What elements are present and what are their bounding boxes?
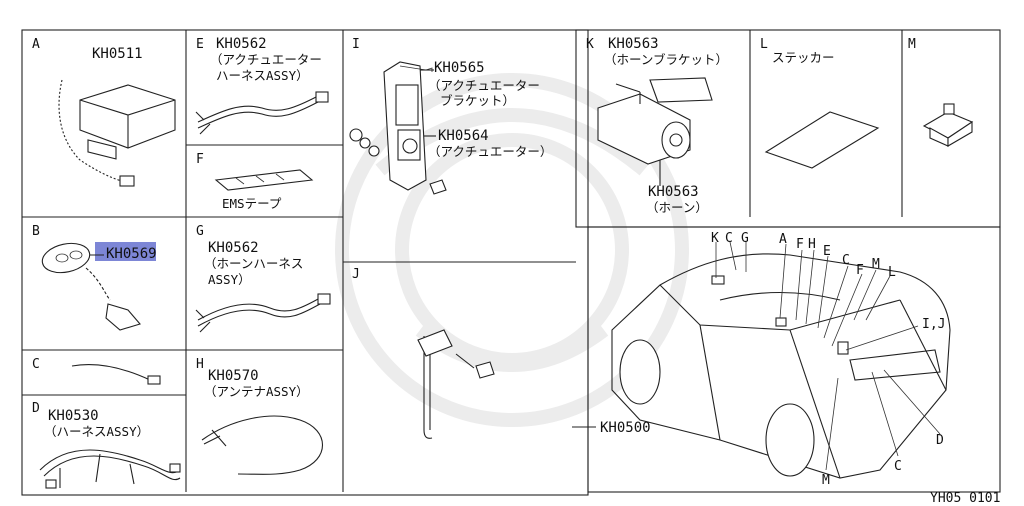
cell-m: M	[908, 37, 974, 147]
callout-leader-lines	[715, 241, 941, 471]
callout-letter: C	[725, 231, 733, 246]
cell-letter: A	[32, 37, 40, 52]
cell-letter: J	[352, 267, 360, 282]
cell-g: G KH0562 （ホーンハーネス ASSY）	[195, 224, 331, 333]
part-code: KH0562	[208, 240, 259, 256]
part-description: ハーネスASSY）	[216, 68, 309, 83]
callout-letter: C	[894, 459, 902, 474]
callout-letter: M	[872, 257, 880, 272]
part-code: KH0570	[208, 368, 259, 384]
part-description: （ホーンブラケット）	[604, 52, 728, 67]
ems-tape-icon	[214, 169, 314, 191]
cell-d: D KH0530 （ハーネスASSY）	[32, 401, 181, 489]
cell-a: A KH0511	[32, 37, 176, 187]
car-overview: K C G A F H E C F M L I,J M C D	[611, 231, 951, 488]
cell-letter: B	[32, 224, 40, 239]
part-code: KH0564	[438, 128, 489, 144]
cell-l: L ステッカー	[760, 37, 880, 169]
part-description: ブラケット）	[440, 93, 515, 108]
antenna-icon	[201, 415, 324, 475]
cell-letter: H	[196, 357, 204, 372]
part-code: KH0500	[600, 420, 651, 436]
part-description: （ホーン）	[646, 200, 708, 215]
control-unit-icon	[58, 79, 176, 187]
part-description: （アクチュエーター	[210, 52, 322, 67]
sticker-icon	[764, 111, 880, 169]
part-description: （アンテナASSY）	[204, 384, 309, 399]
part-code: KH0563	[648, 184, 699, 200]
actuator-bracket-icon	[349, 61, 447, 195]
callout-letter: A	[779, 232, 787, 247]
cell-letter: C	[32, 357, 40, 372]
part-description: ステッカー	[772, 50, 835, 65]
callout-letter: I,J	[922, 317, 945, 332]
wire-harness-icon	[39, 449, 181, 489]
grid-frame	[21, 29, 1001, 496]
cell-letter: E	[196, 37, 204, 52]
callout-letter: G	[741, 231, 749, 246]
cell-b: B KH0569	[32, 224, 157, 331]
wire-harness-icon	[71, 364, 161, 385]
part-description: （アクチュエーター	[428, 78, 540, 93]
part-code: KH0563	[608, 36, 659, 52]
cell-letter: D	[32, 401, 40, 416]
wire-harness-icon	[195, 293, 331, 333]
part-code: KH0565	[434, 60, 485, 76]
callout-letter: K	[711, 231, 719, 246]
cell-letter: G	[196, 224, 204, 239]
cell-e: E KH0562 （アクチュエーター ハーネスASSY）	[195, 36, 329, 135]
bracket-icon	[417, 329, 495, 439]
callout-letter: D	[936, 433, 944, 448]
diagram-id: YH05 0101	[930, 491, 1000, 506]
cell-k: K KH0563 （ホーンブラケット） KH0563 （ホーン）	[586, 36, 728, 215]
cell-i: I KH0565 （アクチュエーター ブラケット） KH0564 （アクチュエー…	[349, 37, 552, 195]
cell-c: C	[32, 357, 161, 385]
part-description: （ハーネスASSY）	[44, 424, 149, 439]
callout-letter: F	[796, 237, 804, 252]
cell-letter: I	[352, 37, 360, 52]
clip-icon	[922, 103, 974, 147]
cell-letter: F	[196, 152, 204, 167]
cell-f: F EMSテープ	[196, 152, 314, 211]
callout-letter: F	[856, 263, 864, 278]
callout-letter: C	[842, 253, 850, 268]
part-code: KH0562	[216, 36, 267, 52]
part-description: ASSY）	[208, 272, 251, 287]
part-code: KH0511	[92, 46, 143, 62]
callout-letter: H	[808, 237, 816, 252]
callout-letter: M	[822, 473, 830, 488]
part-description: EMSテープ	[222, 196, 282, 211]
callout-letter: L	[888, 265, 896, 280]
callout-letter: E	[823, 244, 831, 259]
horn-icon	[597, 77, 713, 186]
cell-letter: L	[760, 37, 768, 52]
selection-highlight	[95, 242, 156, 261]
part-code[interactable]: KH0569	[106, 246, 157, 262]
watermark-emblem	[335, 73, 689, 427]
cell-j: J	[352, 267, 495, 439]
cell-h: H KH0570 （アンテナASSY）	[196, 357, 324, 475]
security-remote-key-icon	[41, 242, 141, 331]
part-code: KH0530	[48, 408, 99, 424]
car-outline-icon	[611, 253, 951, 479]
cell-letter: M	[908, 37, 916, 52]
part-description: （アクチュエーター）	[428, 144, 552, 159]
part-description: （ホーンハーネス	[204, 256, 303, 271]
wire-harness-icon	[195, 91, 329, 135]
cell-letter: K	[586, 37, 594, 52]
